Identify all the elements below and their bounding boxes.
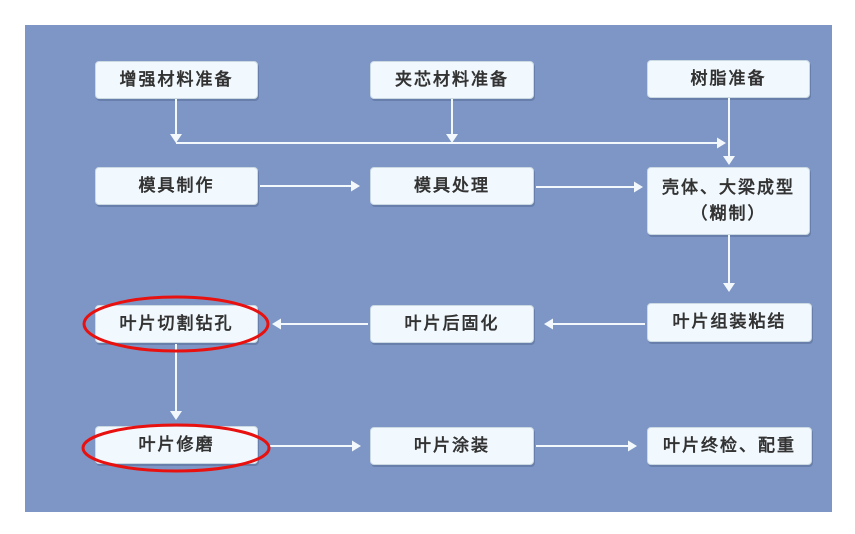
node-label: 壳体、大梁成型 — [662, 177, 795, 197]
node-blade-post-curing: 叶片后固化 — [370, 305, 534, 343]
node-mold-making: 模具制作 — [95, 167, 258, 205]
node-blade-final-inspection: 叶片终检、配重 — [647, 427, 812, 465]
node-blade-assembly-bonding: 叶片组装粘结 — [647, 303, 812, 342]
node-blade-cutting-drilling: 叶片切割钻孔 — [95, 305, 258, 343]
node-core-material-prep: 夹芯材料准备 — [370, 61, 534, 99]
node-blade-painting: 叶片涂装 — [370, 427, 534, 465]
node-label: 树脂准备 — [690, 68, 767, 88]
node-label: 叶片涂装 — [414, 435, 490, 455]
node-blade-grinding: 叶片修磨 — [95, 426, 258, 464]
node-label: 叶片组装粘结 — [672, 312, 787, 332]
node-label: 叶片切割钻孔 — [119, 313, 234, 333]
node-mold-treatment: 模具处理 — [370, 167, 534, 205]
node-label: 模具制作 — [138, 175, 215, 195]
node-label-line2: （糊制） — [690, 204, 767, 223]
node-label: 叶片后固化 — [404, 313, 500, 333]
node-reinforcement-prep: 增强材料准备 — [95, 61, 258, 99]
node-label: 模具处理 — [414, 175, 490, 195]
node-shell-spar-molding: 壳体、大梁成型 （糊制） — [647, 167, 810, 235]
node-resin-prep: 树脂准备 — [647, 60, 810, 98]
node-label: 夹芯材料准备 — [395, 69, 509, 89]
node-label: 叶片修磨 — [138, 434, 215, 454]
node-label: 增强材料准备 — [119, 69, 234, 89]
node-label: 叶片终检、配重 — [663, 435, 796, 455]
